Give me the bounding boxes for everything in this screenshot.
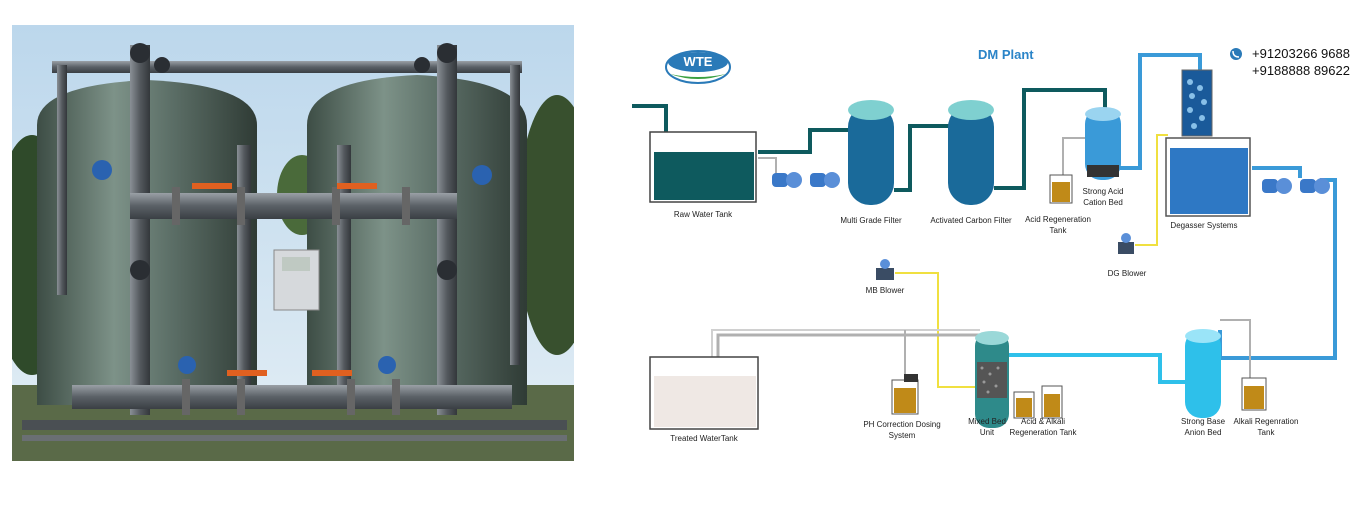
label-multi-grade-filter: Multi Grade Filter: [840, 216, 902, 225]
activated-carbon-filter: [948, 100, 994, 205]
logo-text: WTE: [684, 54, 713, 69]
diagram-title: DM Plant: [978, 47, 1034, 62]
mixed-bed-unit: [975, 331, 1009, 428]
feed-pumps: [772, 172, 840, 188]
label-alkali-1: Alkali Regenration: [1234, 417, 1299, 426]
label-acid-regeneration-2: Tank: [1050, 226, 1068, 235]
acid-regeneration-tank: [1049, 174, 1073, 204]
label-ph-1: PH Correction Dosing: [863, 420, 940, 429]
label-treated-water-tank: Treated WaterTank: [670, 434, 738, 443]
label-acid-alkali-1: Acid & Alkali: [1021, 417, 1065, 426]
label-activated-carbon-filter: Activated Carbon Filter: [930, 216, 1012, 225]
label-mixed-1: Mixed Bed: [968, 417, 1006, 426]
label-cation-1: Strong Acid: [1083, 187, 1124, 196]
strong-acid-cation-bed: [1085, 107, 1121, 180]
label-cation-2: Cation Bed: [1083, 198, 1123, 207]
label-alkali-2: Tank: [1258, 428, 1276, 437]
mb-blower: [876, 259, 894, 280]
phone-icon: [1230, 48, 1242, 60]
transfer-pumps: [1262, 178, 1330, 194]
label-ph-2: System: [889, 431, 916, 440]
phone-number-1: +91203266 9688: [1252, 46, 1350, 61]
treated-water-tank: [649, 356, 759, 430]
label-mb-blower: MB Blower: [866, 286, 905, 295]
degasser-system: [1165, 69, 1251, 217]
label-acid-alkali-2: Regeneration Tank: [1009, 428, 1077, 437]
contact-block: +91203266 9688 +9188888 89622: [1230, 46, 1350, 78]
alkali-regeneration-tank: [1241, 377, 1267, 411]
ph-correction-dosing-system: [891, 374, 919, 415]
label-dg-blower: DG Blower: [1108, 269, 1147, 278]
plant-photo: [12, 25, 574, 461]
label-acid-regeneration-1: Acid Regeneration: [1025, 215, 1091, 224]
raw-water-tank: [649, 131, 757, 203]
strong-base-anion-bed: [1185, 329, 1221, 418]
label-anion-1: Strong Base: [1181, 417, 1226, 426]
label-raw-water-tank: Raw Water Tank: [674, 210, 733, 219]
label-mixed-2: Unit: [980, 428, 995, 437]
label-degasser: Degasser Systems: [1170, 221, 1237, 230]
dg-blower: [1118, 233, 1134, 254]
phone-number-2: +9188888 89622: [1252, 63, 1350, 78]
label-anion-2: Anion Bed: [1185, 428, 1222, 437]
dm-plant-diagram: WTE DM Plant +91203266 9688 +9188888 896…: [632, 46, 1350, 443]
acid-alkali-regeneration-tanks: [1013, 385, 1063, 419]
multi-grade-filter: [848, 100, 894, 205]
wte-logo: WTE: [665, 50, 731, 84]
